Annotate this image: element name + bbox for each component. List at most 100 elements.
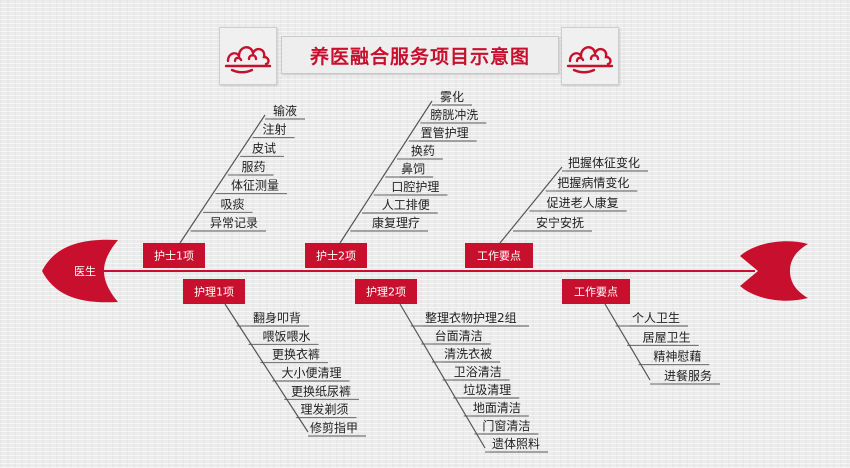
branch-item: 卫浴清洁 — [451, 365, 510, 381]
category-box: 工作要点 — [562, 279, 630, 304]
category-box: 工作要点 — [465, 243, 533, 268]
branch-item: 理发剃须 — [298, 402, 357, 419]
branch-item: 台面清洁 — [432, 328, 491, 345]
branch-item: 康复理疗 — [370, 215, 428, 232]
branch-bone — [224, 303, 309, 433]
category-label: 工作要点 — [477, 250, 521, 263]
item-label: 个人卫生 — [632, 311, 680, 325]
branch-bone — [604, 303, 651, 381]
branch-item: 大小便清理 — [279, 366, 350, 382]
item-label: 大小便清理 — [282, 366, 342, 380]
item-label: 口腔护理 — [391, 179, 439, 194]
category-label: 护理1项 — [194, 285, 234, 299]
cloud-decor-right — [561, 27, 619, 85]
category-label: 护士1项 — [154, 249, 194, 263]
branch-item: 居屋卫生 — [640, 330, 699, 346]
branch-item: 安宁安抚 — [534, 215, 592, 232]
category-label: 护理2项 — [366, 285, 406, 299]
item-label: 吸痰 — [221, 196, 245, 211]
item-label: 更换纸尿裤 — [291, 384, 351, 398]
item-label: 台面清洁 — [435, 328, 483, 343]
branch-item: 个人卫生 — [630, 311, 688, 327]
branch-item: 吸痰 — [218, 196, 253, 213]
branch-item: 口腔护理 — [389, 179, 448, 196]
branch-item: 翻身叩背 — [251, 310, 309, 327]
title-box: 养医融合服务项目示意图 — [281, 36, 559, 74]
branch-item: 换药 — [408, 144, 443, 160]
item-label: 服药 — [242, 160, 266, 174]
item-label: 更换衣裤 — [272, 347, 320, 362]
item-label: 安宁安抚 — [536, 215, 584, 230]
item-label: 把握体征变化 — [568, 155, 640, 170]
branch-item: 地面清洁 — [470, 401, 529, 417]
item-label: 鼻饲 — [401, 161, 425, 176]
item-label: 地面清洁 — [473, 401, 521, 415]
category-box: 护士2项 — [305, 243, 367, 268]
branch-item: 体征测量 — [229, 179, 287, 195]
item-label: 卫浴清洁 — [454, 365, 502, 379]
branch-item: 服药 — [239, 160, 274, 176]
category-box-bg — [562, 279, 630, 304]
branch-item: 置管护理 — [418, 125, 477, 142]
item-label: 促进老人康复 — [547, 195, 619, 210]
branch-item: 输液 — [271, 103, 305, 120]
item-label: 换药 — [411, 144, 435, 158]
item-label: 人工排便 — [382, 198, 430, 212]
branch-bone — [499, 166, 563, 244]
auspicious-cloud-icon — [224, 46, 272, 74]
category-box-bg — [143, 243, 205, 268]
branch-item: 异常记录 — [208, 216, 266, 232]
branch-bone — [399, 303, 486, 449]
branch-bone — [179, 114, 266, 244]
branch-item: 皮试 — [250, 140, 284, 157]
item-label: 垃圾清理 — [463, 382, 511, 397]
cloud-decor-left — [219, 27, 277, 85]
item-label: 异常记录 — [210, 216, 258, 230]
branch-item: 整理衣物护理2组 — [423, 310, 529, 327]
branch-item: 注射 — [260, 122, 295, 139]
branch-item: 鼻饲 — [399, 161, 434, 178]
category-label: 护士2项 — [316, 249, 356, 263]
item-label: 置管护理 — [421, 125, 469, 140]
item-label: 膀胱冲洗 — [430, 107, 478, 122]
item-label: 遗体照料 — [492, 437, 540, 451]
category-box-bg — [355, 279, 417, 304]
branch-item: 修剪指甲 — [308, 420, 366, 437]
item-label: 雾化 — [440, 90, 464, 104]
branch-item: 更换衣裤 — [270, 347, 328, 364]
category-box: 护理1项 — [183, 279, 245, 304]
item-label: 体征测量 — [231, 179, 279, 193]
item-label: 整理衣物护理2组 — [425, 310, 517, 325]
fish-tail — [740, 241, 808, 301]
item-label: 居屋卫生 — [643, 330, 691, 344]
item-label: 精神慰藉 — [653, 350, 701, 364]
item-label: 康复理疗 — [372, 215, 420, 230]
item-label: 清洗衣被 — [444, 346, 492, 361]
category-box-bg — [183, 279, 245, 304]
branch-item: 进餐服务 — [662, 368, 720, 385]
item-label: 注射 — [263, 122, 287, 137]
category-box-bg — [465, 243, 533, 268]
branch-item: 膀胱冲洗 — [428, 107, 487, 124]
item-label: 输液 — [273, 103, 297, 118]
branch-item: 遗体照料 — [490, 437, 548, 453]
item-label: 翻身叩背 — [253, 310, 301, 325]
category-box: 护士1项 — [143, 243, 205, 268]
item-label: 皮试 — [252, 140, 276, 155]
branch-item: 垃圾清理 — [461, 382, 520, 399]
item-label: 理发剃须 — [301, 402, 349, 417]
category-label: 工作要点 — [574, 286, 618, 299]
fish-head — [42, 239, 118, 303]
branch-item: 把握病情变化 — [555, 175, 638, 192]
branch-item: 精神慰藉 — [651, 350, 710, 366]
head-label: 医生 — [74, 264, 96, 278]
branch-item: 人工排便 — [379, 198, 438, 214]
item-label: 进餐服务 — [664, 368, 712, 383]
